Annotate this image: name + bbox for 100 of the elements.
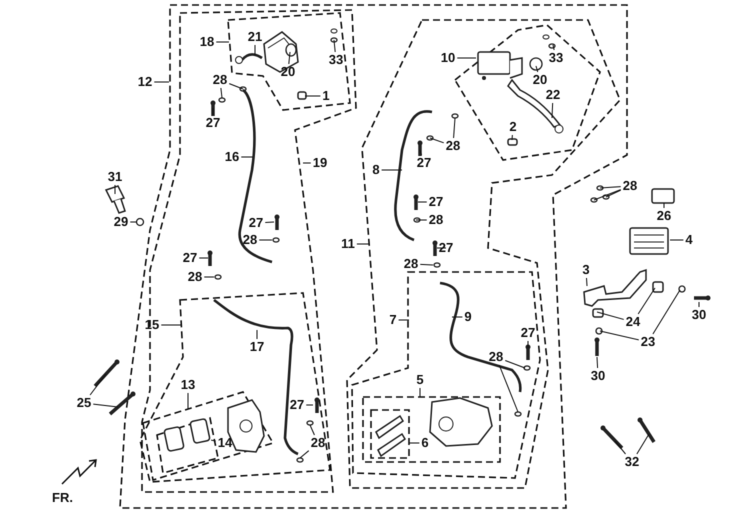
callout-number: 18 — [198, 35, 216, 49]
callout-number: 12 — [136, 75, 154, 89]
callout-number: 21 — [246, 30, 264, 44]
callout-number: 27 — [248, 216, 264, 230]
small-washer — [514, 411, 522, 417]
brake-pad — [163, 418, 211, 452]
nut — [136, 218, 144, 226]
callout-number: 28 — [310, 436, 326, 450]
callout-number: 26 — [656, 209, 672, 223]
leader-line — [600, 330, 640, 340]
small-washer — [590, 197, 598, 203]
long-bolt — [600, 426, 624, 450]
callout-number: 4 — [684, 233, 694, 247]
callout-number: 5 — [415, 373, 425, 387]
callout-number: 16 — [224, 150, 240, 164]
bolt — [208, 250, 212, 266]
leader-line — [288, 52, 290, 64]
callout-number: 33 — [328, 53, 344, 67]
small-washer — [218, 97, 226, 103]
callout-number: 32 — [624, 455, 640, 469]
leader-line — [552, 44, 555, 50]
callout-number: 15 — [144, 318, 160, 332]
leader-line — [512, 134, 513, 140]
callout-number: 13 — [180, 378, 196, 392]
small-washer — [523, 365, 531, 371]
callout-number: 28 — [428, 213, 444, 227]
small-washer — [214, 274, 222, 280]
callout-number: 30 — [590, 369, 606, 383]
leader-line — [606, 190, 622, 198]
leader-line — [586, 278, 588, 286]
leader-line — [220, 88, 222, 98]
leader-line — [92, 404, 118, 408]
callout-number: 28 — [186, 270, 204, 284]
leader-line — [698, 302, 700, 308]
leader-line — [552, 102, 554, 118]
callout-number: 1 — [321, 89, 331, 103]
callout-number: 30 — [690, 308, 708, 322]
bolt — [274, 214, 280, 230]
leader-line — [594, 189, 622, 200]
long-bolt — [108, 392, 136, 416]
leader-line — [453, 118, 456, 138]
bolt — [526, 344, 530, 360]
pipe-clamp — [529, 57, 543, 71]
leader-line — [240, 156, 254, 158]
callout-number: 23 — [640, 335, 656, 349]
small-washer — [296, 457, 304, 463]
callout-number: 28 — [622, 179, 638, 193]
control-module — [629, 227, 669, 255]
small-washer — [602, 194, 610, 200]
mounting-clip — [651, 188, 675, 204]
small-fitting — [297, 91, 307, 100]
callout-number: 7 — [388, 313, 398, 327]
rubber-grommet — [592, 308, 604, 318]
leader-line — [596, 312, 624, 320]
leader-line — [600, 186, 622, 188]
collar — [678, 285, 686, 293]
callout-number: 2 — [508, 120, 518, 134]
callout-number: 28 — [212, 73, 228, 87]
callout-number: 20 — [280, 65, 296, 79]
callout-number: 3 — [581, 263, 591, 277]
small-fitting — [507, 138, 518, 146]
leader-line — [536, 66, 538, 72]
callout-number: 28 — [402, 257, 420, 271]
rubber-grommet — [652, 281, 664, 293]
leader-line — [638, 288, 656, 314]
leader-line — [504, 360, 526, 368]
callout-number: 27 — [416, 156, 432, 170]
callout-number: 11 — [340, 237, 356, 251]
leader-line — [264, 222, 274, 223]
leader-line — [90, 374, 106, 396]
callout-number: 24 — [624, 315, 642, 329]
callout-number: 19 — [312, 156, 328, 170]
leader-line — [334, 40, 336, 52]
callout-number: 27 — [520, 326, 536, 340]
small-washer — [596, 185, 604, 191]
leader-line — [212, 108, 214, 116]
callout-number: 27 — [288, 398, 306, 412]
leader-line — [614, 440, 626, 454]
callout-number: 14 — [216, 436, 234, 450]
leader-line — [498, 364, 518, 412]
leader-line — [652, 290, 680, 334]
callout-number: 33 — [548, 51, 564, 65]
long-bolt — [638, 418, 656, 443]
bolt — [314, 398, 320, 413]
leader-line — [302, 162, 312, 164]
brake-master-cylinder — [477, 51, 523, 80]
leader-line — [310, 424, 315, 436]
brake-hose — [235, 53, 263, 64]
leader-line — [160, 324, 182, 326]
leader-line — [452, 316, 463, 318]
brake-hose — [238, 89, 272, 264]
leader-line — [256, 330, 258, 340]
leader-line — [300, 450, 310, 458]
callout-number: 28 — [488, 350, 504, 364]
small-washer — [433, 262, 441, 268]
collar — [595, 327, 603, 335]
callout-number: 27 — [428, 195, 444, 209]
screw — [548, 43, 556, 49]
bolt — [594, 338, 600, 356]
leader-line — [306, 404, 314, 406]
